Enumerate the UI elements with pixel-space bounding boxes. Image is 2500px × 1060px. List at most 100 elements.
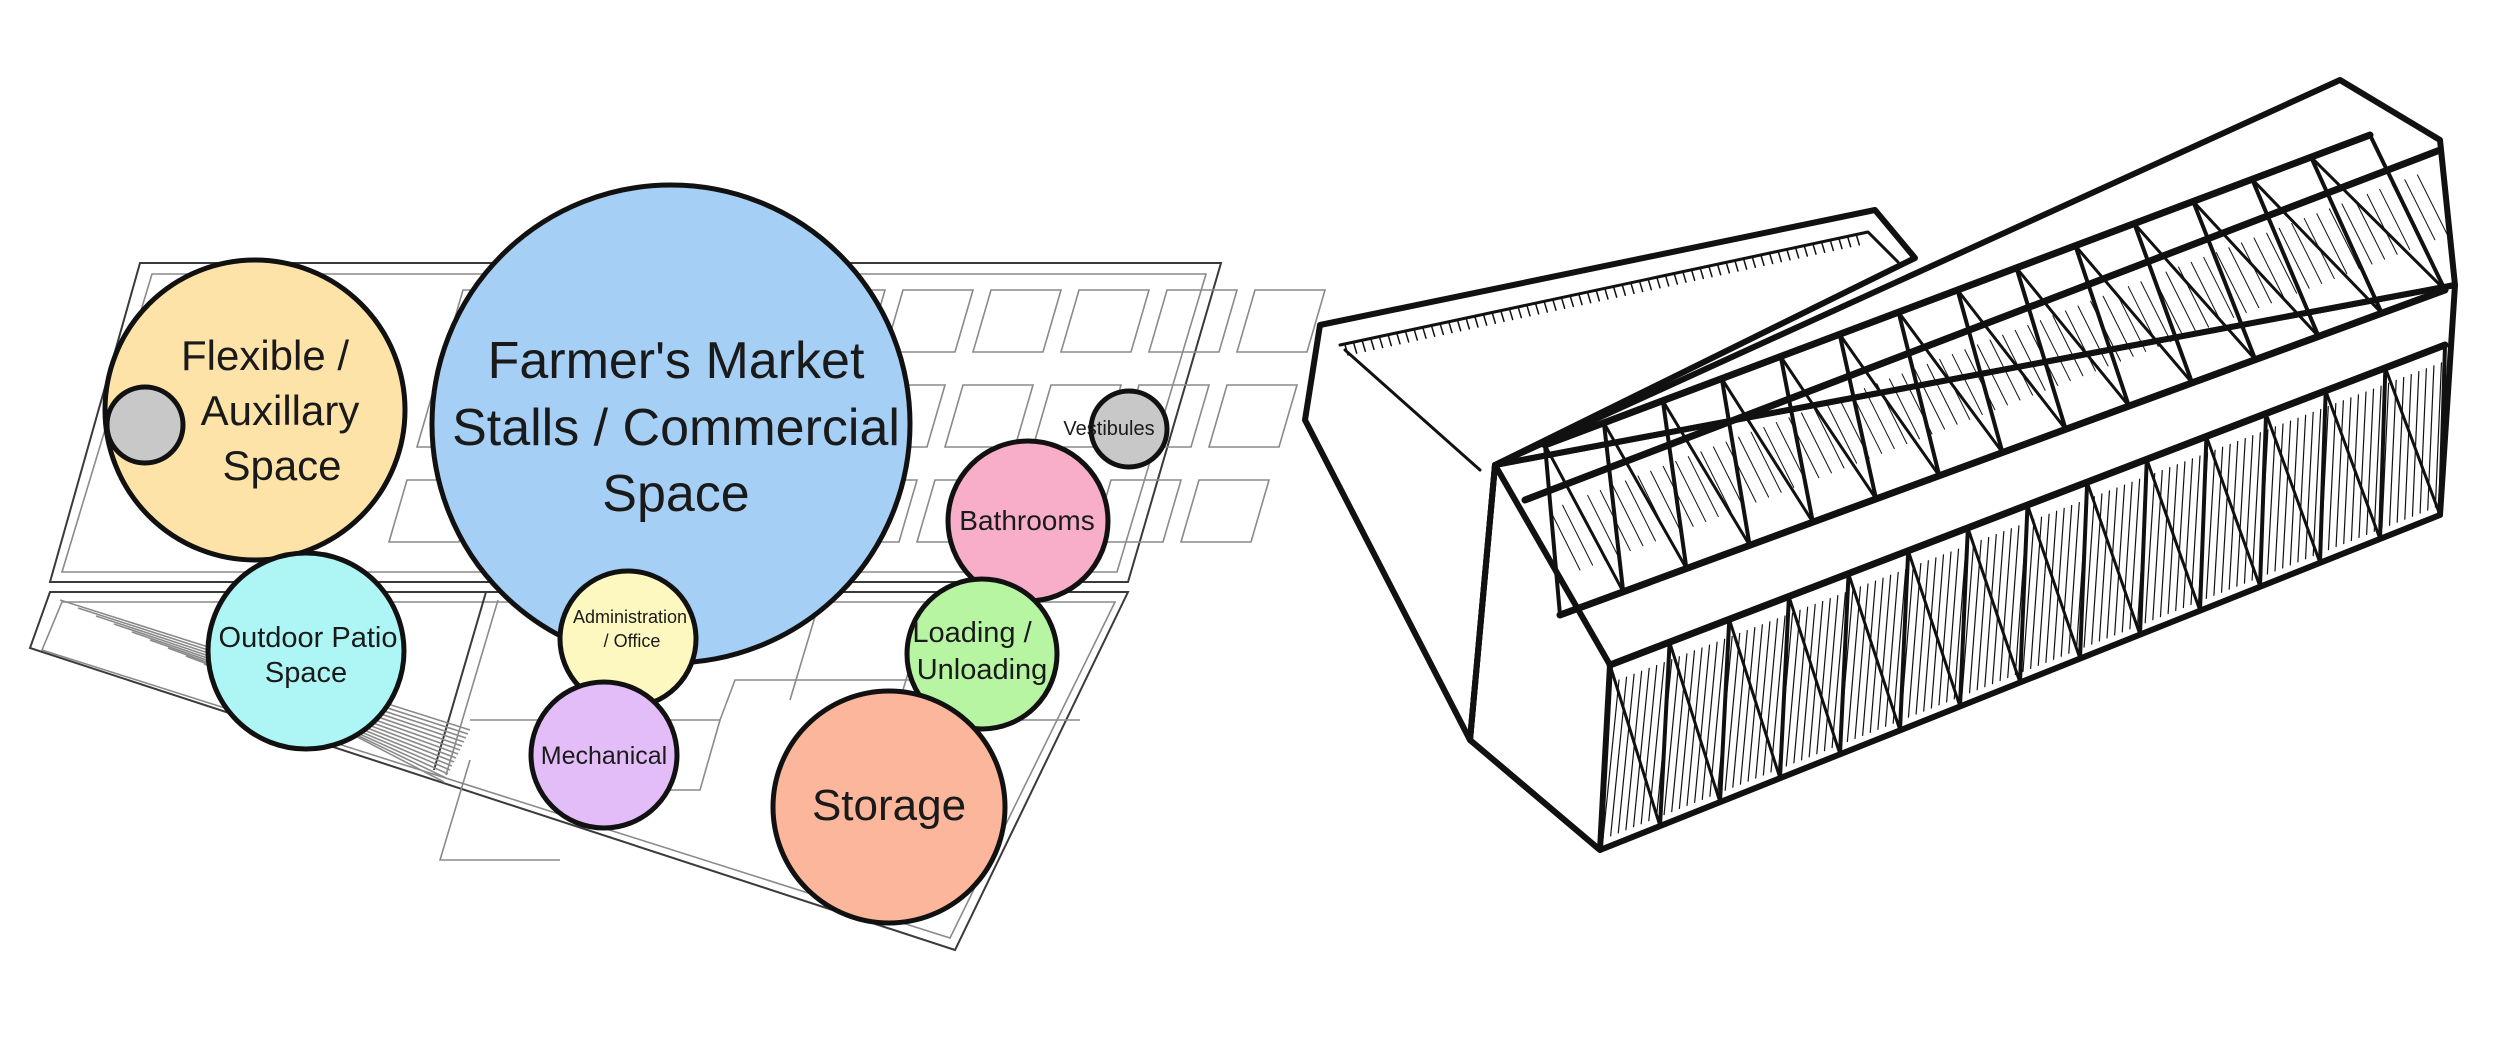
sketch-hatch-line [2240,242,2272,304]
sketch-hatch-line [2052,315,2084,377]
bubble-storage: Storage [770,688,1008,926]
sketch-hatch-line [2316,213,2348,275]
sketch-hatch-line [2068,501,2080,654]
sketch-hatch-line [2228,247,2260,309]
sketch-hatch-line [1650,470,1682,532]
sketch-hatch-line [2030,516,2043,670]
sketch-hatch-line [1946,548,1960,703]
plan-stall [1179,479,1271,543]
sketch-hatch-line [1655,659,1673,819]
bubble-farmers-market-stalls: Farmer's Market Stalls / Commercial Spac… [429,182,913,666]
sketch-hatch-line [1892,568,1907,724]
sketch-hatch-line [2291,222,2323,284]
sketch-truss-vertical [1955,288,2005,455]
sketch-hatch-line [2236,437,2246,587]
sketch-tick [1708,265,1713,278]
sketch-hatch-line [2213,446,2224,596]
sketch-hatch-line [1700,451,1732,513]
sketch-truss-diagonal [2073,244,2194,385]
sketch-tick [1742,258,1748,270]
plan-stall [1235,289,1327,353]
sketch-parapet [1338,230,1900,347]
sketch-hatch-line [2366,388,2375,536]
sketch-truss-diagonal [2250,177,2384,315]
sketch-hatch-line [2278,227,2310,289]
sketch-hatch-line [1617,673,1635,834]
sketch-hatch-line [2106,487,2118,639]
sketch-hatch-line [2140,281,2172,343]
sketch-post [2018,503,2030,685]
sketch-truss-vertical [1601,420,1626,594]
sketch-hatch-line [1823,595,1839,752]
sketch-truss-diagonal [1779,354,1878,501]
sketch-tick [1456,319,1462,332]
sketch-hatch-line [1637,475,1669,537]
bubble-label-line: Outdoor Patio [219,622,398,654]
sketch-hatch-line [1926,363,1958,425]
sketch-hatch-line [2165,271,2197,333]
sketch-hatch-line [2190,455,2201,606]
sketch-tick [1777,250,1783,263]
sketch-truss-diagonal [2014,266,2131,408]
sketch-brace-diagonal [1787,594,1842,756]
bubble-label-line: Stalls / Commercial [452,399,900,457]
sketch-hatch-line [2127,286,2159,348]
sketch-hatch-line [1562,504,1594,566]
sketch-hatch-line [1747,624,1763,782]
sketch-tick [1508,308,1514,321]
sketch-hatch-line [2289,417,2299,566]
sketch-tick [1794,247,1800,259]
sketch-tick [1760,254,1765,267]
sketch-tick [1465,318,1471,330]
sketch-tick [1387,334,1393,347]
bubble-label-line: / Office [604,631,661,651]
sketch-hatch-line [1851,392,1883,454]
sketch-hatch-line [2343,397,2352,545]
bubble-circle [102,257,408,563]
sketch-hatch-line [2182,458,2194,609]
sketch-tick [1647,278,1653,291]
bubble-label-line: Space [222,442,341,489]
sketch-hatch-line [2274,423,2284,572]
sketch-hatch-line [1750,431,1782,493]
sketch-hatch-line [1938,551,1952,706]
plan-divider [433,591,487,771]
sketch-truss-vertical [2250,177,2321,339]
sketch-hatch-line [2152,276,2184,338]
sketch-tick [1855,234,1861,246]
sketch-hatch-line [1724,632,1741,791]
sketch-tick [1448,321,1453,334]
bubble-circle [205,550,407,752]
sketch-hatch-line [1732,629,1748,788]
sketch-tick [1638,280,1644,293]
sketch-hatch-line [2114,484,2126,636]
sketch-hatch-line [2388,379,2397,526]
sketch-hatch-line [2203,256,2235,318]
sketch-truss-diagonal [1602,421,1688,571]
sketch-hatch-line [1763,426,1795,488]
sketch-tick [1829,239,1835,252]
sketch-tick [1352,342,1358,354]
sketch-tick [1578,293,1583,306]
sketch-hatch-line [1900,565,1914,721]
sketch-hatch-line [1939,358,1971,420]
sketch-tick [1396,333,1401,345]
sketch-tick [1413,329,1419,341]
sketch-hatch-line [1930,554,1945,709]
sketch-hatch-line [1599,490,1631,552]
sketch-brace-diagonal [2085,480,2142,637]
sketch-hatch-line [1755,621,1771,779]
sketch-hatch-line [2152,469,2163,621]
sketch-tick [1491,312,1497,325]
sketch-brace-diagonal [1727,617,1782,780]
bubble-label-line: Space [602,465,749,523]
sketch-hatch-line [1953,545,1967,700]
sketch-truss-diagonal [1897,310,2004,454]
bubble-label-line: Mechanical [541,742,667,770]
sketch-tick [1439,323,1445,336]
sketch-hatch-line [1632,667,1650,828]
sketch-truss-vertical [1778,354,1815,525]
sketch-hatch-line [1976,344,2008,406]
sketch-tick [1734,260,1739,272]
